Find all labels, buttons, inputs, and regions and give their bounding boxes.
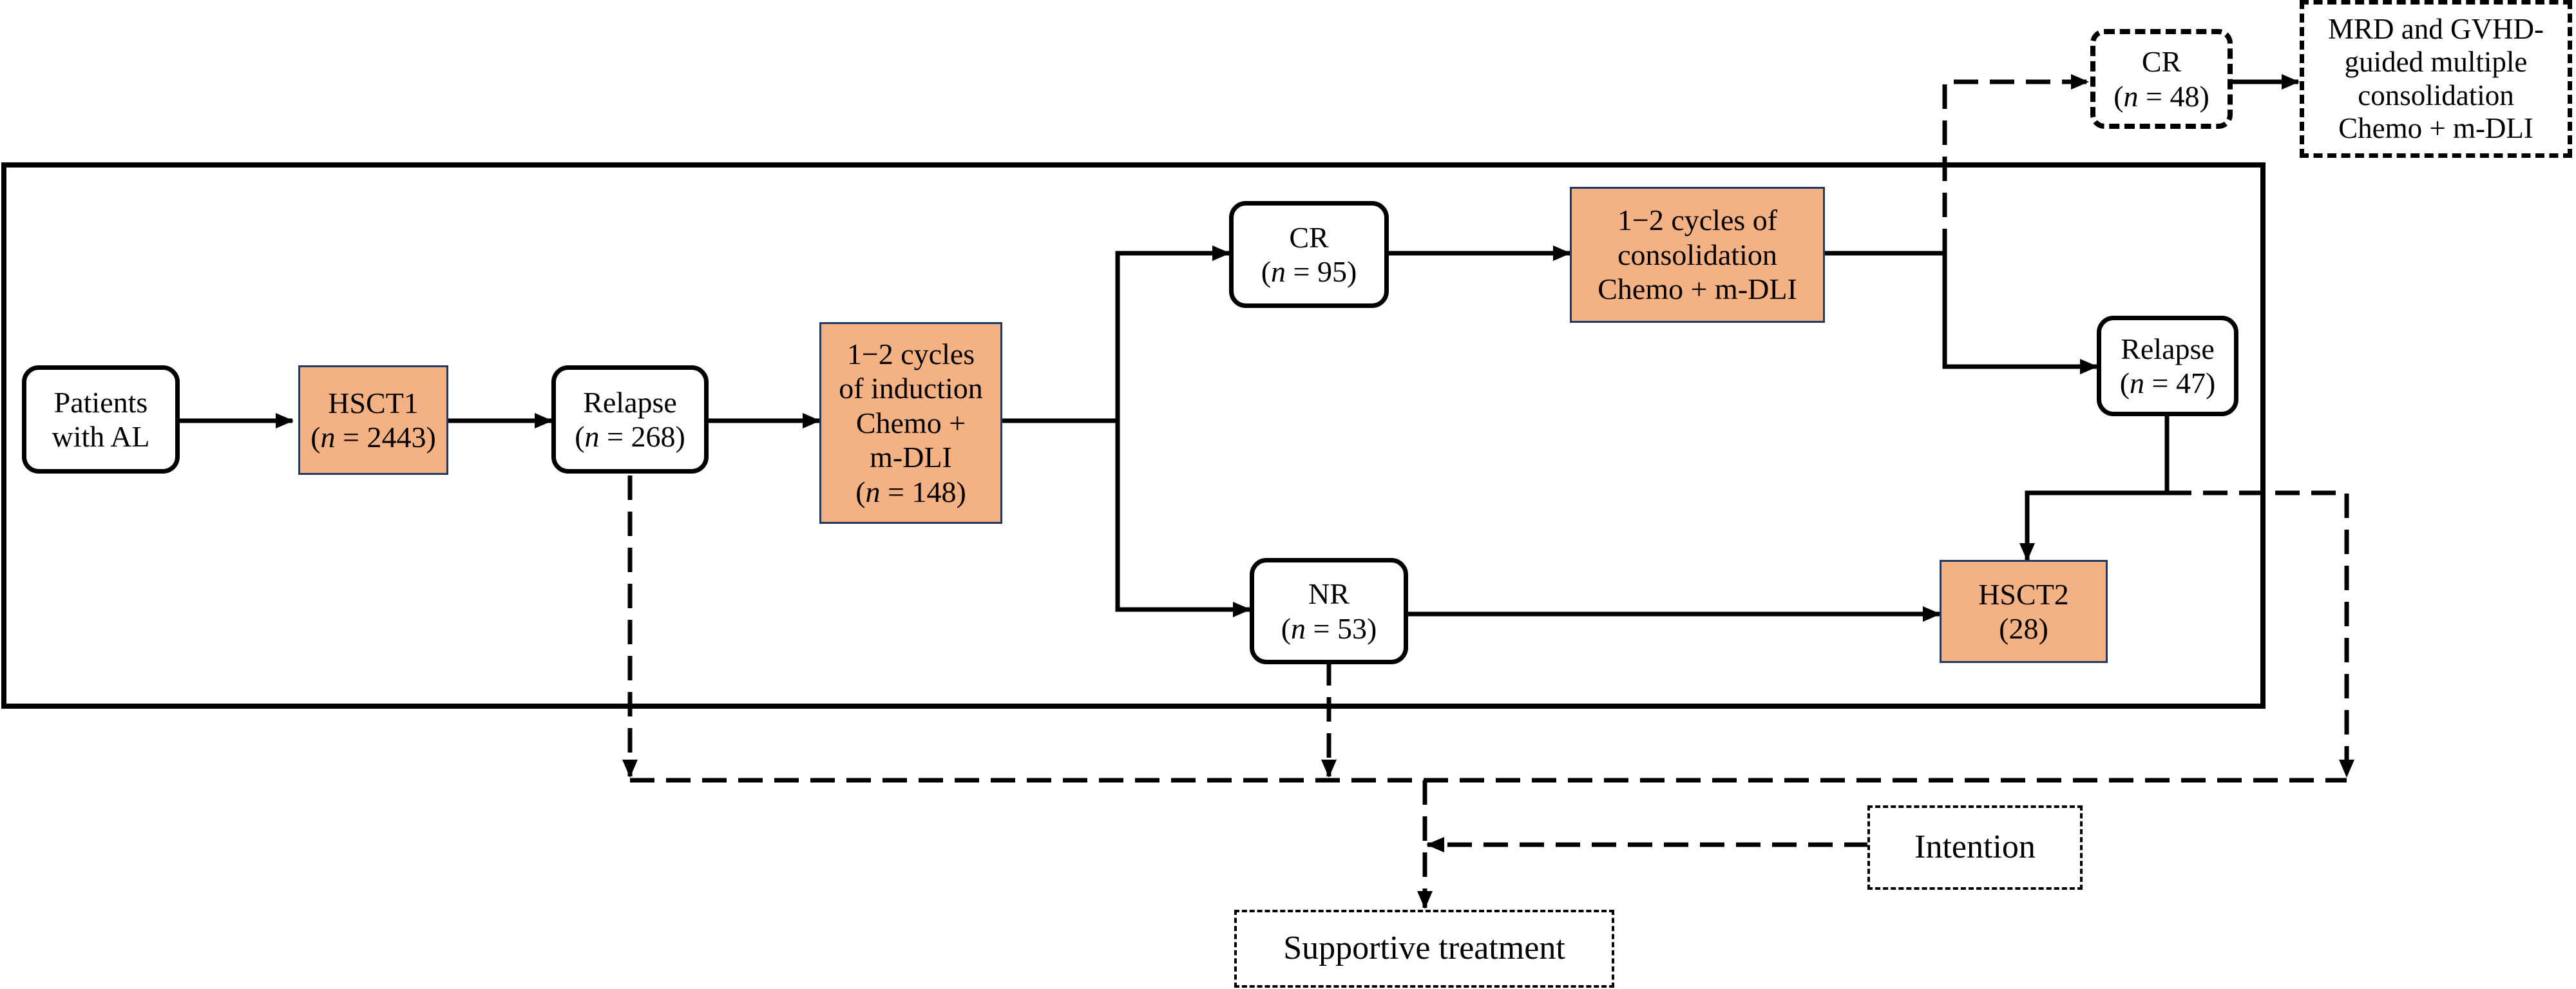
induction-line-3: Chemo + — [855, 406, 966, 439]
induction-line-4: m-DLI — [870, 441, 952, 474]
dashed-arrow-to-cr — [1942, 74, 2089, 253]
patients-node: Patients with AL — [22, 365, 180, 474]
hsct2-label: HSCT2 — [1978, 577, 2069, 611]
cr2-count: (n = 48) — [2113, 79, 2209, 113]
nr-node: NR (n = 53) — [1250, 558, 1408, 664]
hsct1-label: HSCT1 — [328, 386, 419, 419]
mrd-line-1: MRD and GVHD- — [2328, 12, 2544, 45]
nr-label: NR — [1308, 577, 1350, 611]
cr-label: CR — [1289, 220, 1329, 254]
mrd-node: MRD and GVHD- guided multiple consolidat… — [2300, 0, 2572, 158]
cr-node: CR (n = 95) — [1229, 201, 1389, 308]
cr2-node: CR (n = 48) — [2090, 29, 2233, 129]
consolidation-line-2: consolidation — [1617, 238, 1777, 271]
relapse2-label: Relapse — [2121, 332, 2215, 365]
cr-count: (n = 95) — [1261, 255, 1357, 288]
consolidation-line-3: Chemo + m-DLI — [1598, 273, 1797, 306]
main-frame — [1, 162, 2266, 709]
dashed-arrow-relapse2-right — [2167, 490, 2354, 778]
induction-line-1: 1−2 cycles — [846, 338, 975, 371]
consolidation-line-1: 1−2 cycles of — [1617, 204, 1778, 237]
relapse-node: Relapse (n = 268) — [551, 365, 709, 474]
intention-label: Intention — [1914, 829, 2036, 866]
arrow-split-to-nr — [1115, 421, 1251, 617]
arrow-relapse-to-hsct2 — [2019, 416, 2170, 561]
supportive-label: Supportive treatment — [1283, 930, 1565, 967]
supportive-node: Supportive treatment — [1234, 910, 1614, 988]
relapse-count: (n = 268) — [575, 420, 685, 453]
mrd-line-4: Chemo + m-DLI — [2338, 111, 2533, 144]
hsct1-node: HSCT1 (n = 2443) — [298, 365, 448, 475]
hsct2-count: (28) — [1999, 612, 2048, 645]
relapse-label: Relapse — [583, 385, 677, 419]
hsct1-count: (n = 2443) — [310, 421, 436, 454]
nr-count: (n = 53) — [1281, 611, 1377, 645]
induction-node: 1−2 cycles of induction Chemo + m-DLI (n… — [819, 322, 1002, 524]
mrd-line-3: consolidation — [2358, 79, 2514, 111]
arrow-consolidation-to-relapse — [1825, 251, 2098, 374]
induction-line-2: of induction — [839, 372, 983, 405]
intention-node: Intention — [1867, 805, 2083, 890]
cr2-label: CR — [2141, 45, 2182, 79]
hsct2-node: HSCT2 (28) — [1940, 560, 2108, 663]
connector-induction-split — [1002, 245, 1230, 423]
consolidation-node: 1−2 cycles of consolidation Chemo + m-DL… — [1570, 187, 1825, 323]
relapse2-node: Relapse (n = 47) — [2097, 316, 2238, 416]
induction-count: (n = 148) — [855, 475, 966, 508]
relapse2-count: (n = 47) — [2119, 367, 2216, 399]
patients-line-1: Patients — [53, 385, 148, 419]
mrd-line-2: guided multiple — [2344, 46, 2528, 79]
patients-line-2: with AL — [52, 420, 150, 453]
